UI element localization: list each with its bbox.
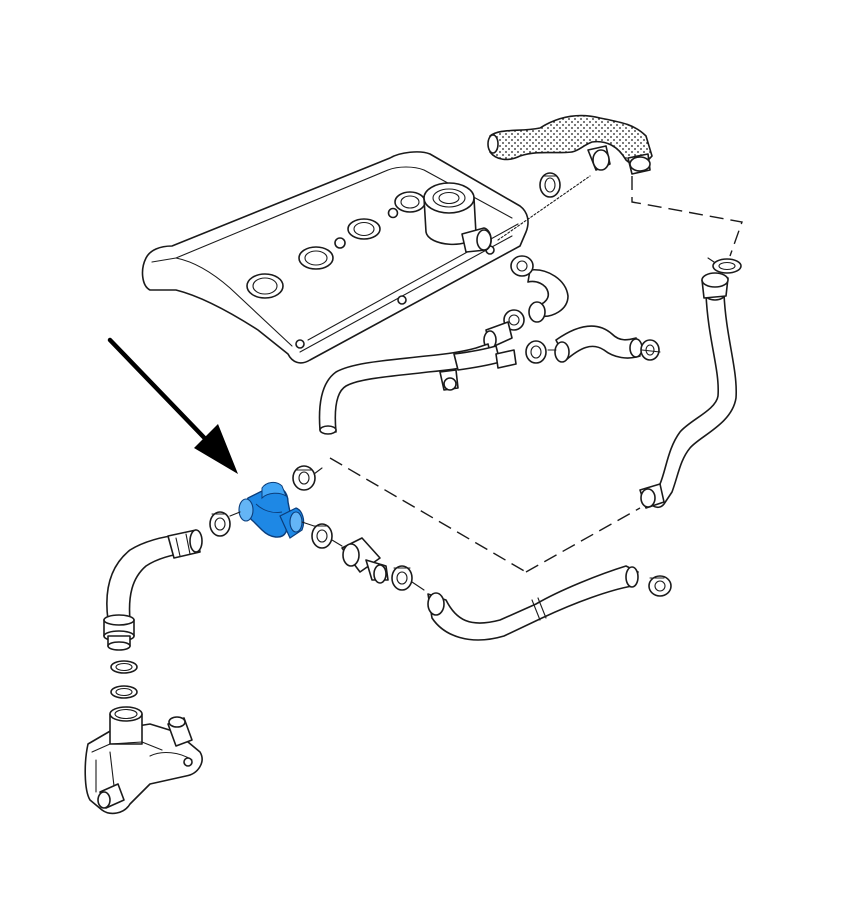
hose-clamp (510, 255, 534, 277)
top-dotted-hose (487, 114, 653, 175)
plug-hole-2 (298, 246, 334, 270)
hose-clamp (209, 511, 231, 537)
plug-hole-1 (246, 273, 284, 299)
s-hose (554, 325, 643, 363)
dashed-connector (329, 457, 527, 573)
hose-clamp (391, 565, 413, 591)
hose-clamp (707, 257, 742, 274)
bottom-long-hose (427, 565, 639, 641)
o-ring (110, 685, 138, 699)
central-breather-pipe (318, 343, 517, 435)
valve-cover (141, 151, 529, 364)
plug-hole-4 (394, 191, 426, 213)
breather-housing (84, 706, 203, 815)
right-long-hose (639, 272, 738, 509)
left-curved-hose (103, 529, 203, 651)
dashed-connector (631, 176, 743, 257)
hose-clamp (648, 575, 672, 597)
hose-clamp (539, 172, 561, 198)
hose-clamp (292, 465, 316, 491)
hose-clamp (311, 523, 333, 549)
small-elbow-hose (527, 269, 569, 323)
pointer-arrow (107, 337, 238, 474)
hose-clamp (640, 339, 660, 361)
plug-hole-3 (347, 218, 381, 240)
check-valve (341, 537, 389, 584)
oil-filler-neck (423, 182, 477, 246)
dashed-connector (525, 507, 641, 573)
crankcase-breather-tee (238, 481, 305, 539)
hose-clamp (525, 340, 547, 364)
o-ring (110, 660, 138, 674)
